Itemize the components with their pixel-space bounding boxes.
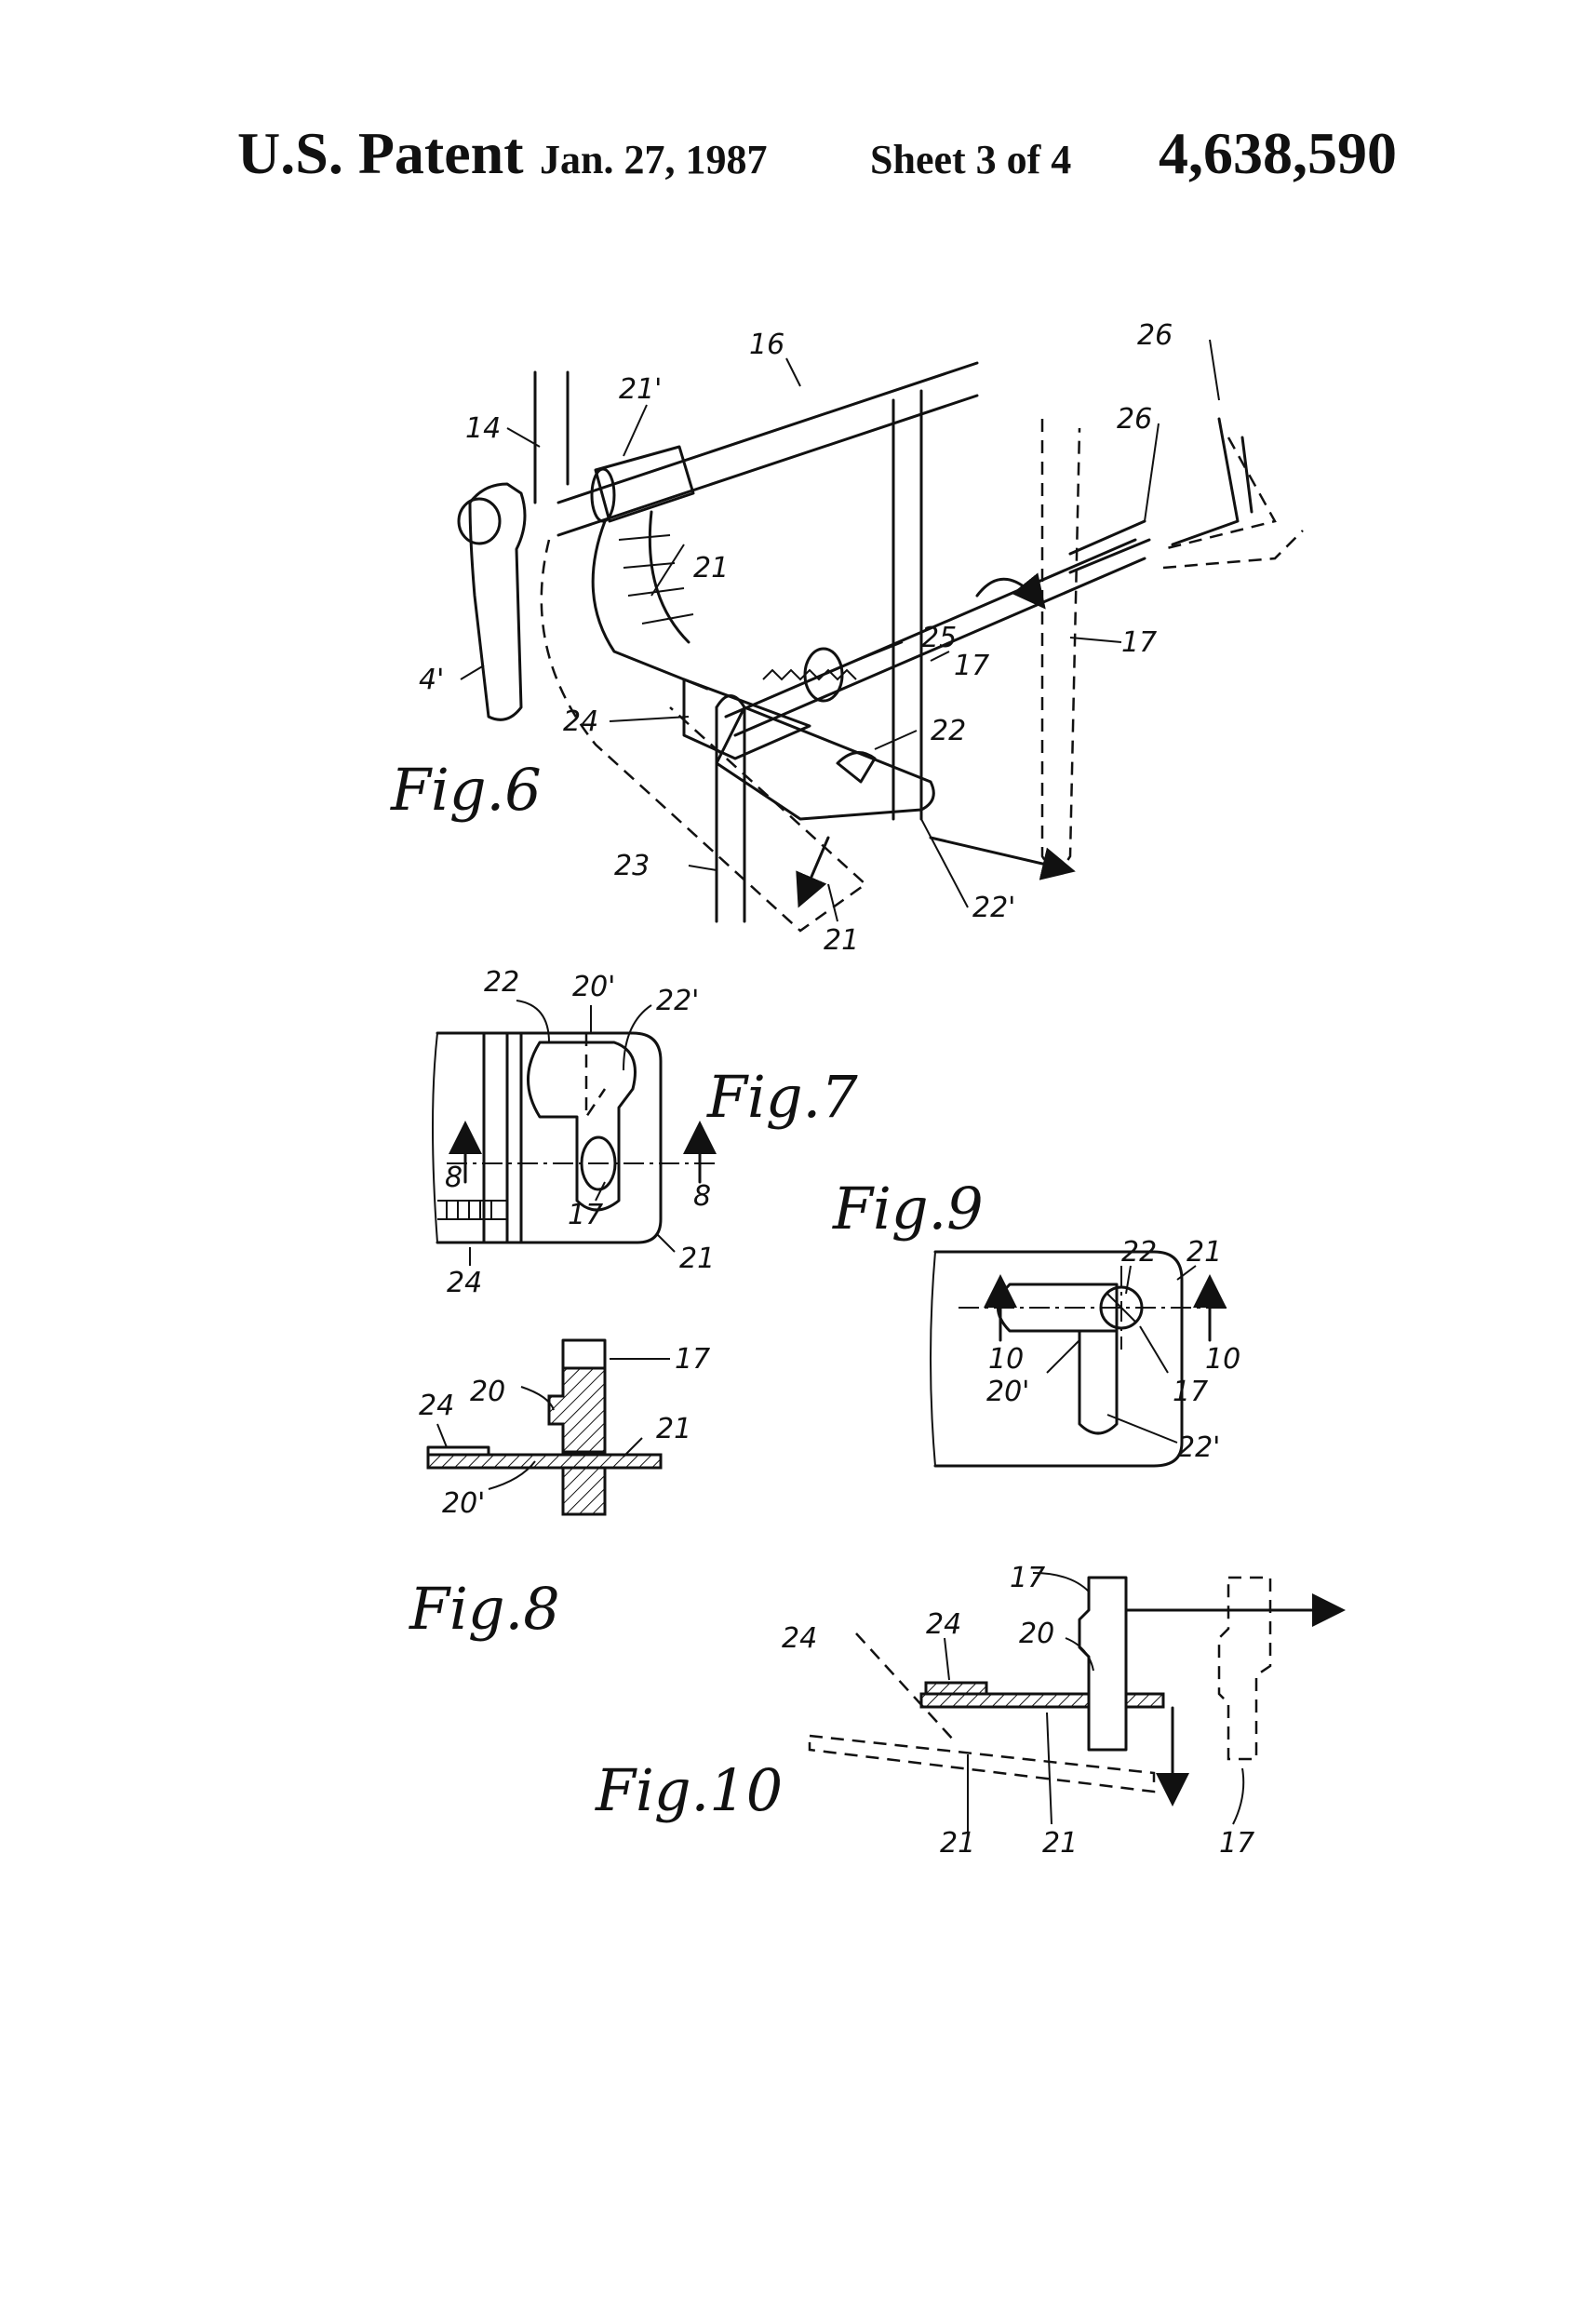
figure-9: 22 21 10 10 20' 17 22' Fig.9	[832, 1175, 1240, 1468]
label-22: 22	[1121, 1236, 1157, 1269]
label-17-dashed: 17	[1219, 1827, 1254, 1860]
label-21: 21	[1186, 1236, 1222, 1269]
label-17: 17	[568, 1199, 603, 1231]
label-17: 17	[1173, 1376, 1208, 1408]
patent-title: U.S. Patent	[237, 120, 524, 186]
label-24: 24	[926, 1608, 961, 1641]
label-21: 21	[693, 552, 729, 584]
fig7-caption: Fig.7	[706, 1063, 858, 1131]
label-17: 17	[1010, 1562, 1045, 1594]
label-21: 21	[656, 1413, 691, 1445]
label-17: 17	[954, 650, 989, 682]
fig6-caption: Fig.6	[390, 756, 542, 824]
label-25: 25	[921, 622, 957, 654]
figure-7: 22 20' 22' 8 8 17 24 21 Fig.7	[432, 966, 858, 1299]
fig10-caption: Fig.10	[595, 1756, 783, 1824]
label-22-prime: 22'	[972, 892, 1015, 924]
label-20: 20	[470, 1376, 505, 1408]
label-21-bottom: 21	[824, 924, 859, 957]
label-26-top: 26	[1137, 319, 1173, 352]
label-20-prime: 20'	[572, 971, 615, 1003]
label-22: 22	[931, 715, 966, 747]
label-24: 24	[419, 1390, 454, 1422]
sheet-number: Sheet 3 of 4	[870, 137, 1072, 182]
figure-6: 14 21' 16 26 26 4' 21 25 17 17 24 22 23 …	[390, 319, 1304, 957]
label-17: 17	[675, 1343, 710, 1376]
label-8-right: 8	[693, 1180, 711, 1213]
label-26: 26	[1117, 403, 1152, 436]
label-17-dashed: 17	[1121, 626, 1157, 659]
label-10-right: 10	[1205, 1343, 1240, 1376]
label-24-dashed: 24	[782, 1622, 817, 1655]
label-21: 21	[679, 1243, 715, 1275]
label-20: 20	[1019, 1618, 1054, 1650]
label-21-prime: 21'	[619, 373, 662, 406]
fig9-caption: Fig.9	[832, 1175, 984, 1243]
patent-number: 4,638,590	[1159, 120, 1397, 186]
figure-10: 17 24 20 24 21 21 17 Fig.10	[595, 1562, 1346, 1860]
label-24: 24	[563, 705, 598, 738]
label-22-prime: 22'	[656, 985, 699, 1017]
label-10-left: 10	[988, 1343, 1024, 1376]
label-22-prime: 22'	[1177, 1431, 1220, 1464]
label-20-prime: 20'	[986, 1376, 1029, 1408]
label-4-prime: 4'	[419, 664, 444, 696]
label-21: 21	[1042, 1827, 1078, 1860]
patent-date: Jan. 27, 1987	[540, 137, 768, 182]
label-14: 14	[465, 412, 501, 445]
label-20-prime: 20'	[442, 1487, 485, 1520]
label-23: 23	[614, 850, 650, 882]
label-8-left: 8	[445, 1162, 463, 1194]
label-21-dashed: 21	[940, 1827, 975, 1860]
label-22: 22	[484, 966, 519, 999]
label-16: 16	[749, 329, 784, 361]
figure-8: 24 20 17 21 20' Fig.8	[409, 1338, 710, 1643]
fig8-caption: Fig.8	[409, 1575, 560, 1643]
label-24: 24	[447, 1267, 482, 1299]
